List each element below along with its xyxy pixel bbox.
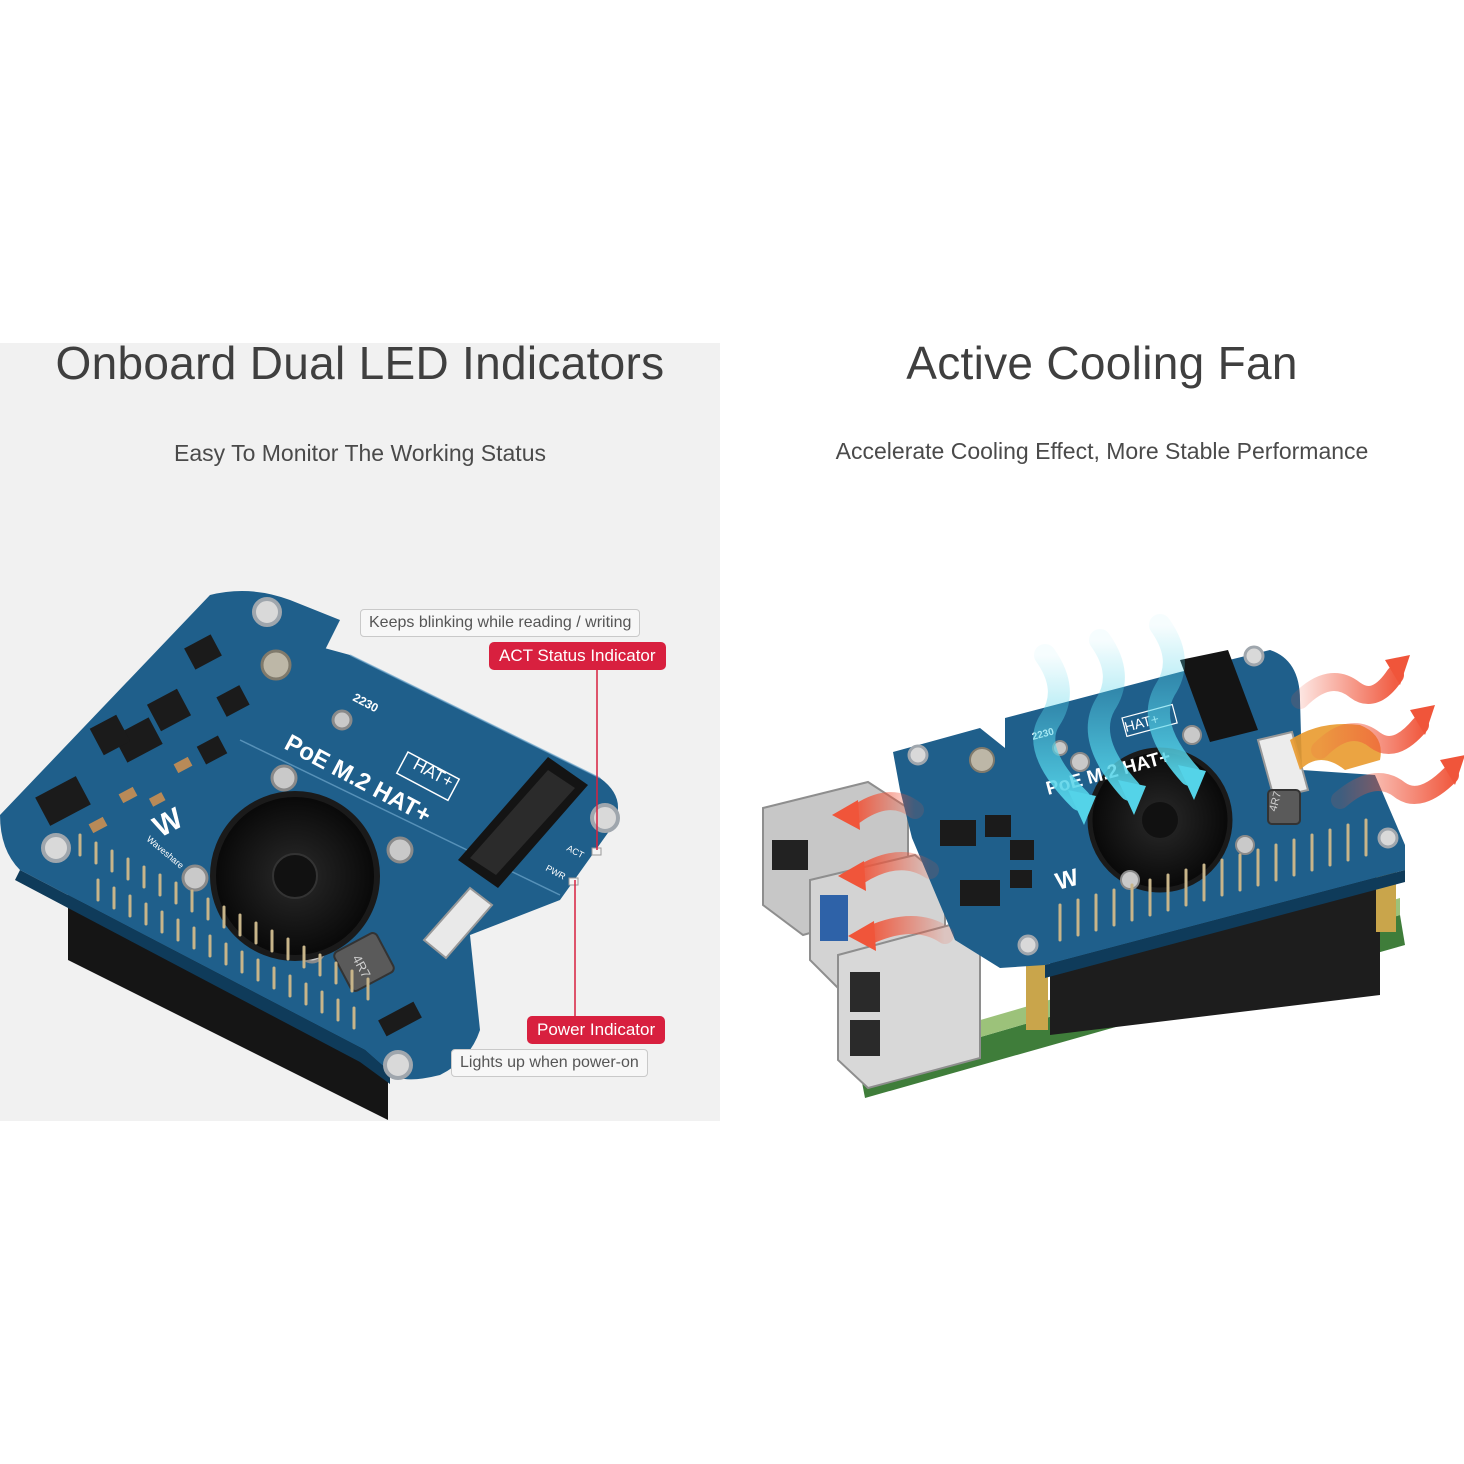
act-callout-label: ACT Status Indicator xyxy=(489,642,666,670)
pwr-led xyxy=(568,877,579,886)
airflow-hot-left-heads xyxy=(832,800,876,951)
standoff-brass-1 xyxy=(1026,960,1048,1030)
act-callout-note: Keeps blinking while reading / writing xyxy=(360,609,641,637)
right-assembly: PoE M.2 HAT+ HAT+ 2230 4R7 W xyxy=(762,614,1464,1098)
inductor-left xyxy=(333,932,395,992)
smd-components-right xyxy=(940,815,1034,906)
left-board: W PoE M.2 HAT+ HAT+ 2230 Waveshare ACT P… xyxy=(0,591,620,1120)
airflow-hot-left xyxy=(846,792,954,944)
airflow-hot-right xyxy=(1291,666,1459,809)
airflow-cool-arrows xyxy=(1033,614,1201,811)
header-pins-left xyxy=(78,833,370,1030)
m2-slot-right xyxy=(1180,650,1258,742)
thumb-screw-right xyxy=(969,747,995,773)
right-subtitle: Accelerate Cooling Effect, More Stable P… xyxy=(835,438,1369,464)
inductor-right xyxy=(1267,789,1301,825)
pwr-callout-label: Power Indicator xyxy=(527,1016,666,1044)
fpc-connector-left xyxy=(422,886,494,960)
airflow-hot-right-heads xyxy=(1385,655,1464,785)
standoffs-right xyxy=(1052,725,1255,890)
right-title: Active Cooling Fan xyxy=(906,337,1298,389)
left-subtitle: Easy To Monitor The Working Status xyxy=(173,440,546,466)
gpio-header-block xyxy=(68,895,388,1120)
smd-components-left xyxy=(35,634,422,1037)
left-title: Onboard Dual LED Indicators xyxy=(55,337,665,389)
mount-holes-left xyxy=(41,597,620,1080)
airflow-cool-heads xyxy=(1068,765,1206,825)
pwr-callout-note: Lights up when power-on xyxy=(451,1049,648,1077)
header-pins-right xyxy=(1058,818,1368,942)
inductor-text-right: 4R7 xyxy=(1267,790,1284,813)
mount-holes-right xyxy=(907,645,1399,956)
capacitors-left xyxy=(88,756,193,834)
thumb-screw-left xyxy=(260,649,292,681)
